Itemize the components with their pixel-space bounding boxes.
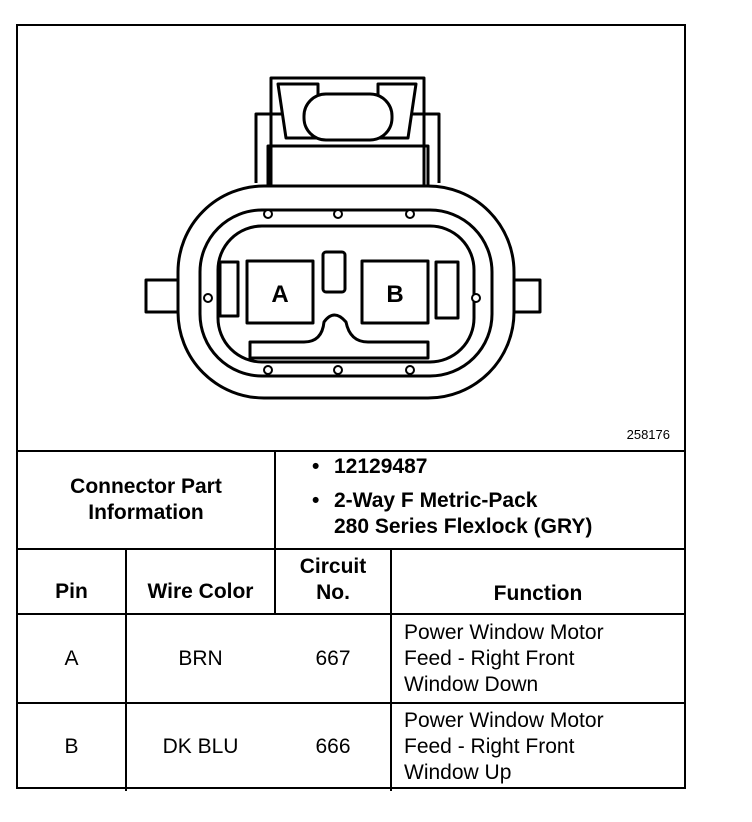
connector-outer-shell [176, 184, 516, 400]
table-cell-function: Power Window Motor Feed - Right Front Wi… [404, 620, 604, 696]
side-key-right [434, 260, 460, 320]
table-cell-function: Power Window Motor Feed - Right Front Wi… [404, 708, 604, 784]
table-cell-pin: A [64, 646, 79, 670]
header-pin: Pin [55, 580, 88, 603]
connector-diagram: A B 258176 [18, 26, 684, 450]
lock-tab-window [302, 92, 394, 142]
divider-line [18, 548, 684, 550]
rivet [471, 293, 481, 303]
divider-line [125, 548, 127, 791]
divider-line [274, 450, 276, 613]
figure-id: 258176 [626, 427, 670, 442]
divider-line [18, 450, 684, 452]
rivet [333, 209, 343, 219]
center-key [321, 250, 347, 294]
part-info-list: • 12129487 • 2-Way F Metric-Pack 280 Ser… [312, 454, 682, 540]
part-info-label: Connector Part Information [70, 475, 222, 524]
cavity-a-box [245, 259, 315, 325]
table-cell-wire-color: BRN [178, 646, 223, 670]
side-key-left [218, 260, 240, 318]
bullet-glyph: • [312, 489, 320, 512]
rivet [405, 365, 415, 375]
header-function: Function [493, 582, 583, 605]
connector-face-drawing: A B [144, 76, 542, 400]
part-number: 12129487 [334, 455, 428, 478]
rivet [405, 209, 415, 219]
table-cell-circuit: 667 [315, 646, 351, 670]
rivet [263, 365, 273, 375]
part-info-item: • 12129487 [312, 454, 682, 480]
bullet-glyph: • [312, 455, 320, 478]
divider-line [18, 613, 684, 615]
divider-line [390, 548, 392, 791]
connector-inner-wall [198, 208, 494, 378]
rivet [203, 293, 213, 303]
divider-line [18, 702, 684, 704]
header-wire-color: Wire Color [147, 580, 254, 603]
table-cell-pin: B [64, 734, 79, 758]
part-description: 2-Way F Metric-Pack 280 Series Flexlock … [334, 489, 593, 538]
connector-info-frame: A B 258176 Connector Part Information • … [16, 24, 686, 791]
part-info-item: • 2-Way F Metric-Pack 280 Series Flexloc… [312, 488, 682, 540]
rivet [333, 365, 343, 375]
bottom-rib [248, 313, 430, 360]
cavity-b-box [360, 259, 430, 325]
header-circuit-no: Circuit No. [299, 554, 367, 604]
lock-tab-base [266, 144, 430, 190]
cavity-label-b: B [386, 281, 403, 308]
rivet [263, 209, 273, 219]
cavity-label-a: A [271, 281, 288, 308]
table-cell-circuit: 666 [315, 734, 351, 758]
table-cell-wire-color: DK BLU [162, 734, 239, 758]
